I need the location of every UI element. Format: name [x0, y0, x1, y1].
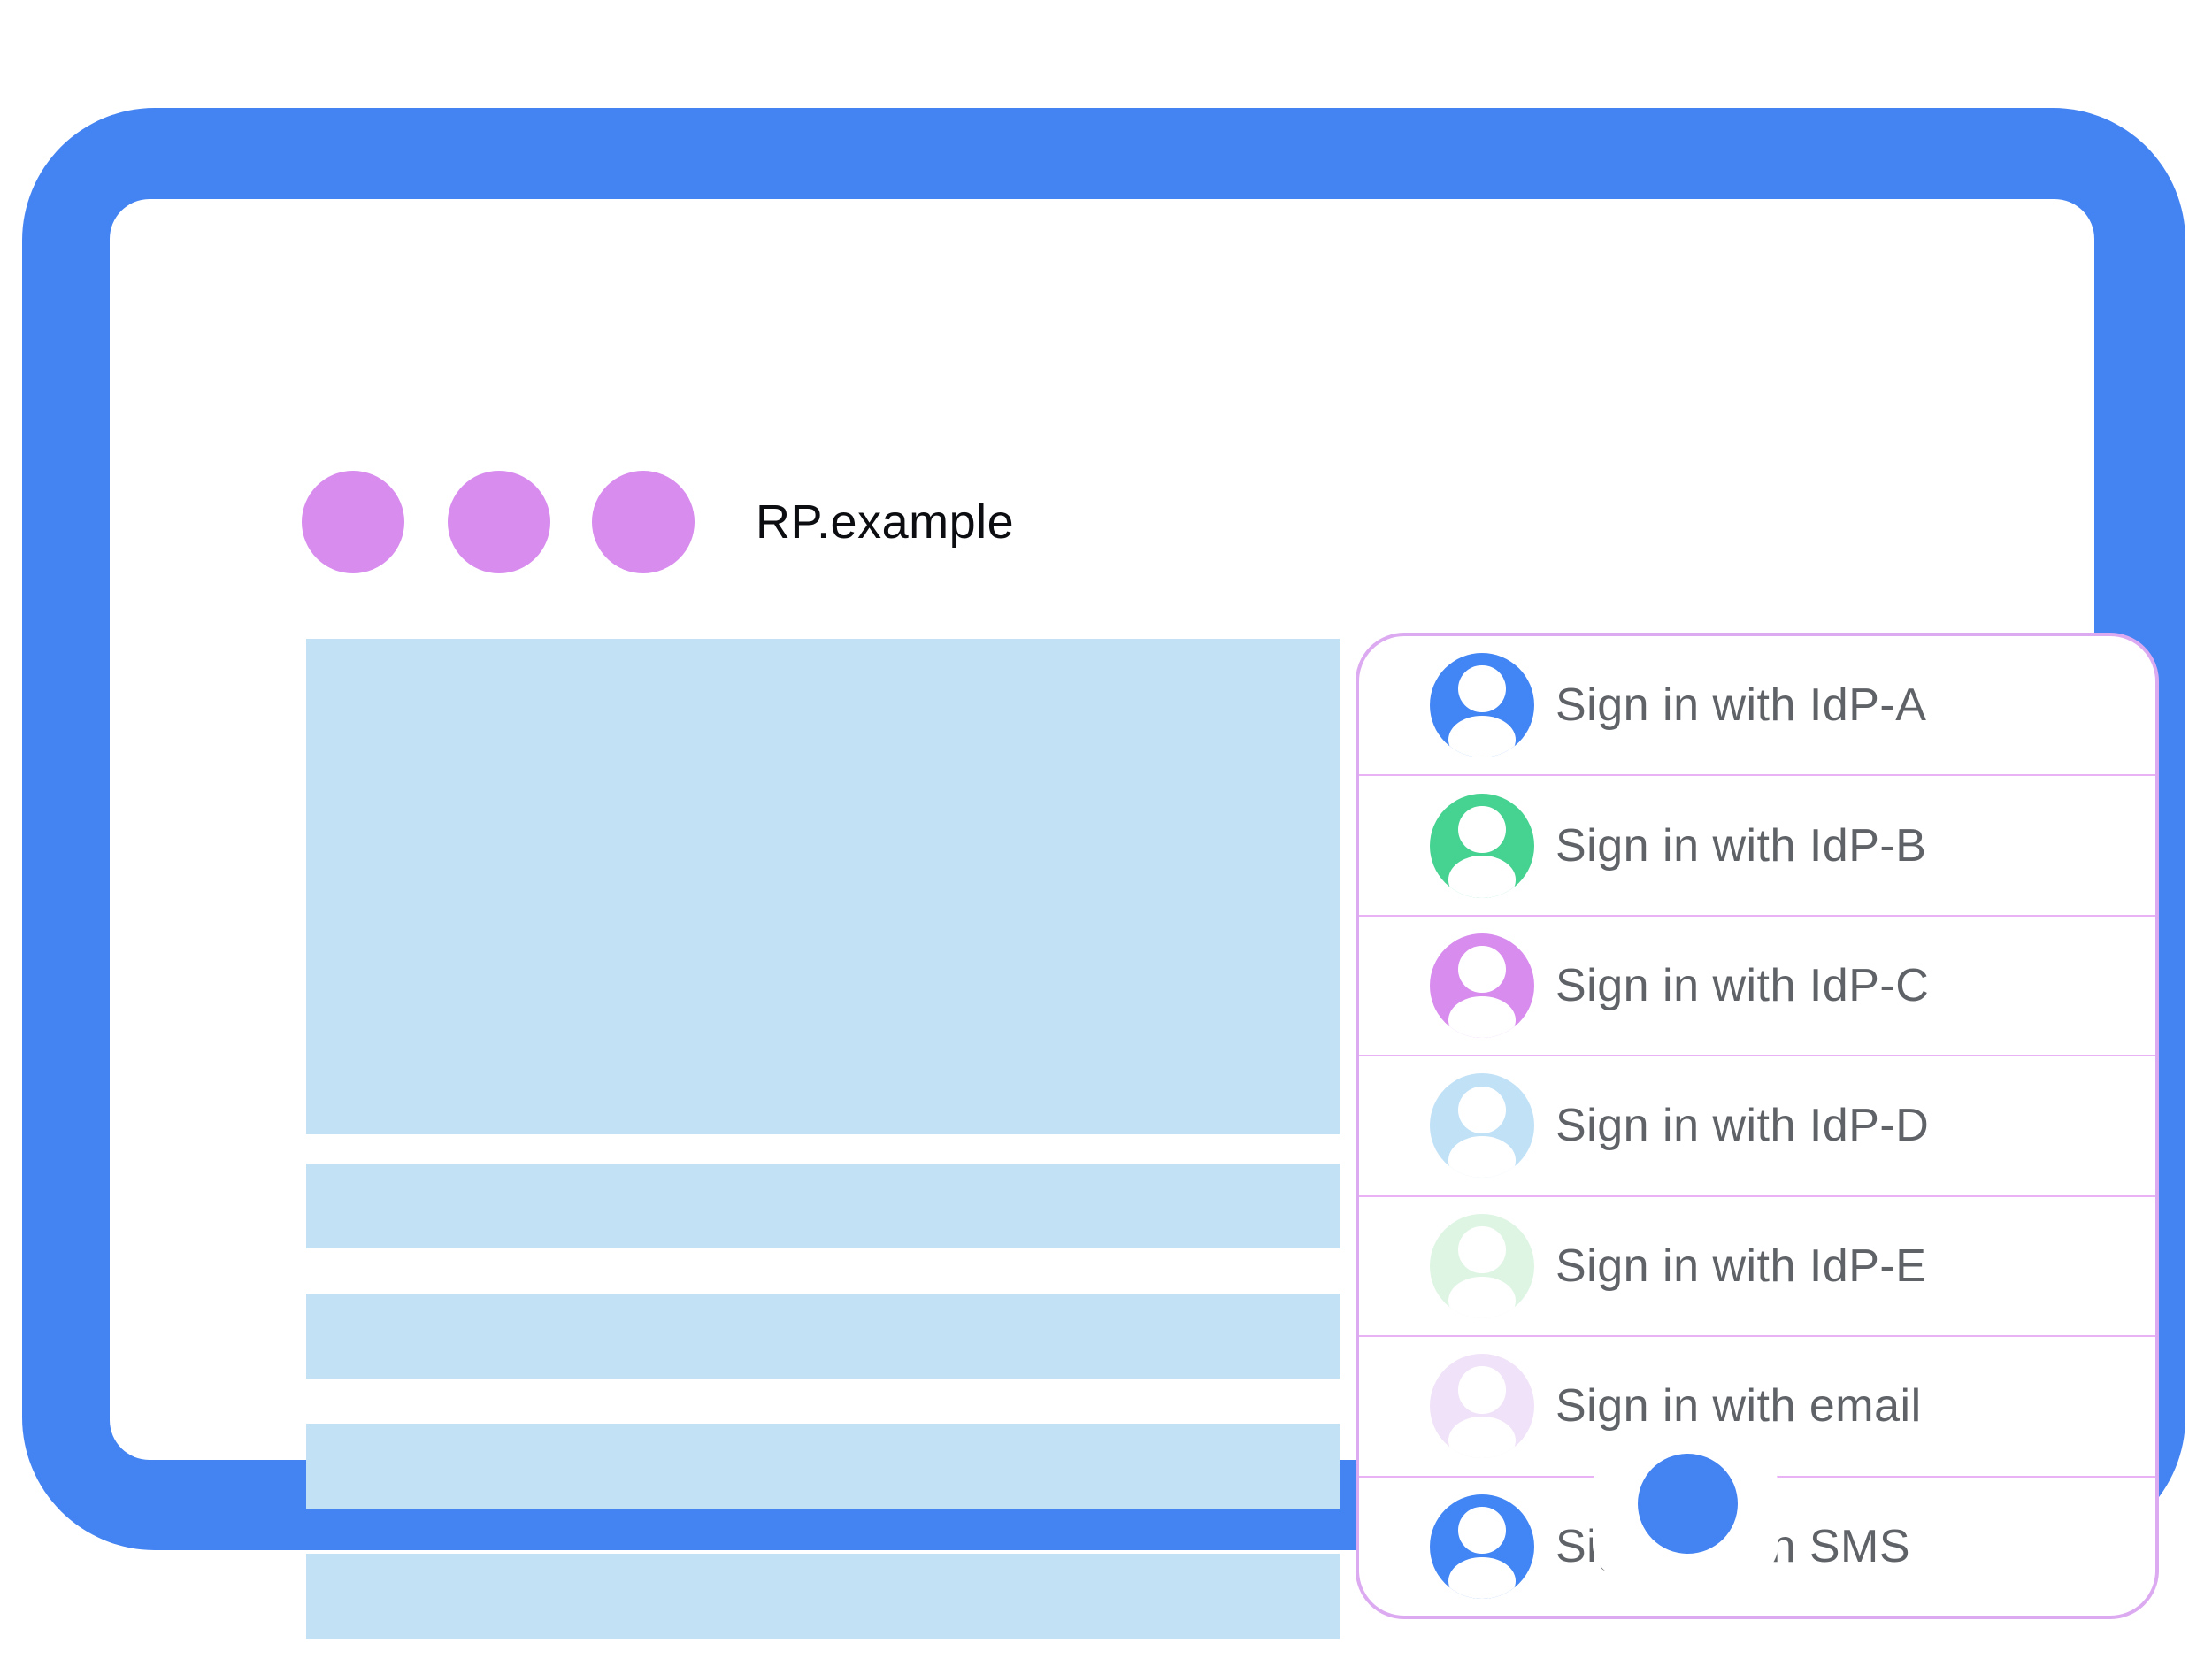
account-circle-icon	[1430, 793, 1534, 898]
signin-option-idp-a[interactable]: Sign in with IdP-A	[1359, 636, 2155, 774]
browser-window: RP.example Sign in with IdP-A	[110, 199, 2159, 1639]
content-hero-placeholder	[306, 639, 1340, 1134]
home-button	[1638, 1454, 1738, 1554]
content-line-placeholder	[306, 1554, 1340, 1639]
window-control-dot	[448, 471, 550, 573]
account-circle-icon	[1430, 1494, 1534, 1599]
signin-option-idp-c[interactable]: Sign in with IdP-C	[1359, 914, 2155, 1055]
page-title: RP.example	[756, 495, 1015, 549]
signin-option-label: Sign in with IdP-D	[1555, 1100, 1930, 1152]
signin-option-label: Sign in with email	[1555, 1380, 1922, 1432]
signin-option-label: Sign in with IdP-E	[1555, 1240, 1927, 1292]
signin-option-idp-b[interactable]: Sign in with IdP-B	[1359, 774, 2155, 914]
content-line-placeholder	[306, 1164, 1340, 1248]
window-control-dot	[302, 471, 404, 573]
signin-option-idp-d[interactable]: Sign in with IdP-D	[1359, 1055, 2155, 1194]
content-line-placeholder	[306, 1294, 1340, 1379]
account-circle-icon	[1430, 1213, 1534, 1318]
signin-option-label: Sign in with IdP-B	[1555, 819, 1927, 872]
signin-option-label: Sign in with IdP-A	[1555, 680, 1927, 732]
signin-option-label: Sign in with IdP-C	[1555, 960, 1930, 1012]
window-control-dot	[592, 471, 695, 573]
account-circle-icon	[1430, 933, 1534, 1039]
signin-option-email[interactable]: Sign in with email	[1359, 1335, 2155, 1475]
content-line-placeholder	[306, 1424, 1340, 1509]
browser-frame: RP.example Sign in with IdP-A	[22, 108, 2185, 1639]
signin-option-idp-e[interactable]: Sign in with IdP-E	[1359, 1194, 2155, 1335]
account-circle-icon	[1430, 653, 1534, 758]
account-circle-icon	[1430, 1073, 1534, 1179]
account-circle-icon	[1430, 1354, 1534, 1459]
